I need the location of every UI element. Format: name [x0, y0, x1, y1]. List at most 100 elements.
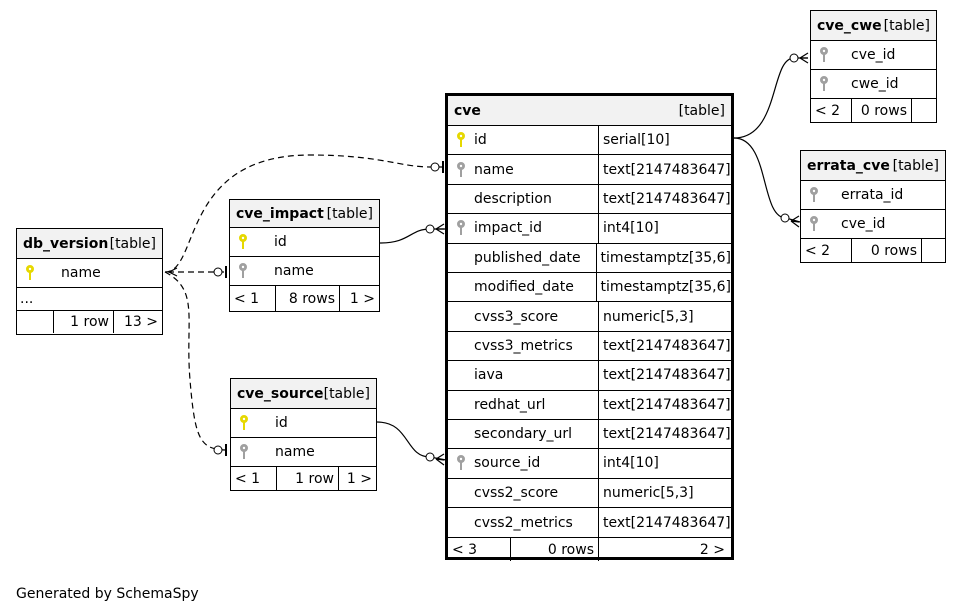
column-row[interactable]: name: [231, 438, 376, 467]
children-link[interactable]: [921, 239, 945, 262]
table-header: cve_cwe [table]: [811, 11, 936, 41]
column-name: description: [474, 190, 552, 207]
column-name: cwe_id: [851, 76, 899, 92]
children-link[interactable]: 1 >: [338, 467, 376, 490]
table-type: [table]: [892, 157, 939, 174]
column-row[interactable]: name: [230, 257, 379, 286]
table-header: cve_source [table]: [231, 379, 376, 409]
column-name: modified_date: [474, 279, 574, 296]
column-row[interactable]: id: [230, 228, 379, 257]
column-row[interactable]: description text[2147483647]: [448, 184, 731, 215]
table-db-version[interactable]: db_version [table] name ... 1 row 13 >: [16, 228, 163, 335]
column-name: cvss2_score: [474, 484, 559, 501]
relation-cve-impact-cve: [379, 228, 446, 244]
parents-link[interactable]: < 1: [234, 290, 260, 307]
row-count: 0 rows: [851, 99, 911, 122]
column-type: text[2147483647]: [598, 390, 731, 419]
table-cve-cwe[interactable]: cve_cwe [table] cve_id cwe_id < 2 0 rows: [810, 10, 937, 123]
column-type: text[2147483647]: [598, 419, 731, 449]
column-type: serial[10]: [598, 126, 731, 155]
column-row[interactable]: secondary_url text[2147483647]: [448, 419, 731, 450]
table-header: errata_cve [table]: [801, 151, 945, 181]
column-row[interactable]: cve_id: [811, 41, 936, 70]
table-footer: < 3 0 rows 2 >: [448, 537, 731, 562]
column-row[interactable]: published_date timestamptz[35,6]: [448, 243, 731, 273]
table-header: db_version [table]: [17, 229, 162, 259]
column-name: cvss3_score: [474, 308, 559, 325]
foreign-key-icon: [809, 187, 823, 203]
column-row[interactable]: cve_id: [801, 210, 945, 239]
generated-by-text: Generated by SchemaSpy: [16, 586, 199, 602]
column-type: int4[10]: [598, 449, 731, 478]
table-type: [table]: [323, 385, 370, 402]
parents-link[interactable]: < 3: [452, 541, 478, 558]
row-count: 1 row: [53, 311, 113, 333]
relation-db-version-cve-source: [164, 271, 229, 451]
primary-key-icon: [238, 234, 252, 250]
column-type: text[2147483647]: [598, 361, 731, 390]
table-type: [table]: [678, 102, 725, 119]
column-name: id: [474, 132, 487, 149]
column-type: text[2147483647]: [598, 184, 731, 214]
parents-link[interactable]: < 2: [815, 102, 841, 119]
column-type: timestamptz[35,6]: [595, 243, 731, 272]
foreign-key-icon: [809, 216, 823, 232]
column-row[interactable]: impact_id int4[10]: [448, 214, 731, 244]
table-type: [table]: [109, 235, 156, 252]
relation-cve-cve-cwe: [733, 57, 808, 139]
column-row-ellipsis: ...: [17, 288, 162, 311]
column-name: name: [274, 263, 314, 279]
column-name: cvss3_metrics: [474, 337, 573, 354]
column-name: secondary_url: [474, 426, 573, 443]
column-row[interactable]: id: [231, 409, 376, 438]
parents-link[interactable]: < 2: [805, 242, 831, 259]
table-footer: < 2 0 rows: [801, 239, 945, 262]
parents-link[interactable]: < 1: [235, 470, 261, 487]
foreign-key-icon: [456, 220, 470, 236]
column-row[interactable]: cvss3_metrics text[2147483647]: [448, 331, 731, 362]
children-link[interactable]: 2 >: [598, 538, 731, 562]
foreign-key-icon: [819, 47, 833, 63]
column-type: int4[10]: [598, 214, 731, 243]
children-link[interactable]: 13 >: [113, 311, 162, 333]
column-name: id: [274, 234, 287, 250]
primary-key-icon: [25, 265, 39, 281]
table-name: errata_cve: [807, 157, 890, 174]
table-name: cve_source: [237, 385, 324, 402]
table-errata-cve[interactable]: errata_cve [table] errata_id cve_id < 2 …: [800, 150, 946, 263]
column-row[interactable]: cwe_id: [811, 70, 936, 99]
table-footer: < 1 8 rows 1 >: [230, 286, 379, 311]
table-name: cve: [454, 102, 481, 119]
parents-link[interactable]: [17, 311, 53, 333]
children-link[interactable]: [911, 99, 936, 122]
column-name: errata_id: [841, 187, 904, 203]
column-row[interactable]: id serial[10]: [448, 126, 731, 156]
column-row[interactable]: name: [17, 259, 162, 288]
column-row[interactable]: iava text[2147483647]: [448, 361, 731, 391]
foreign-key-icon: [238, 263, 252, 279]
table-footer: < 2 0 rows: [811, 99, 936, 122]
foreign-key-icon: [819, 76, 833, 92]
column-name: name: [474, 161, 514, 178]
column-name: published_date: [474, 249, 581, 266]
column-type: text[2147483647]: [598, 331, 731, 361]
row-count: 8 rows: [275, 286, 339, 311]
column-name: name: [61, 265, 101, 281]
table-header: cve [table]: [448, 96, 731, 126]
table-cve-impact[interactable]: cve_impact [table] id name < 1 8 rows 1 …: [229, 199, 380, 312]
column-row[interactable]: cvss2_score numeric[5,3]: [448, 478, 731, 509]
table-cve-source[interactable]: cve_source [table] id name < 1 1 row 1 >: [230, 378, 377, 491]
column-type: numeric[5,3]: [598, 478, 731, 508]
foreign-key-icon: [456, 161, 470, 178]
column-row[interactable]: errata_id: [801, 181, 945, 210]
children-link[interactable]: 1 >: [339, 286, 379, 311]
column-name: impact_id: [474, 220, 542, 237]
column-name: iava: [474, 367, 504, 384]
